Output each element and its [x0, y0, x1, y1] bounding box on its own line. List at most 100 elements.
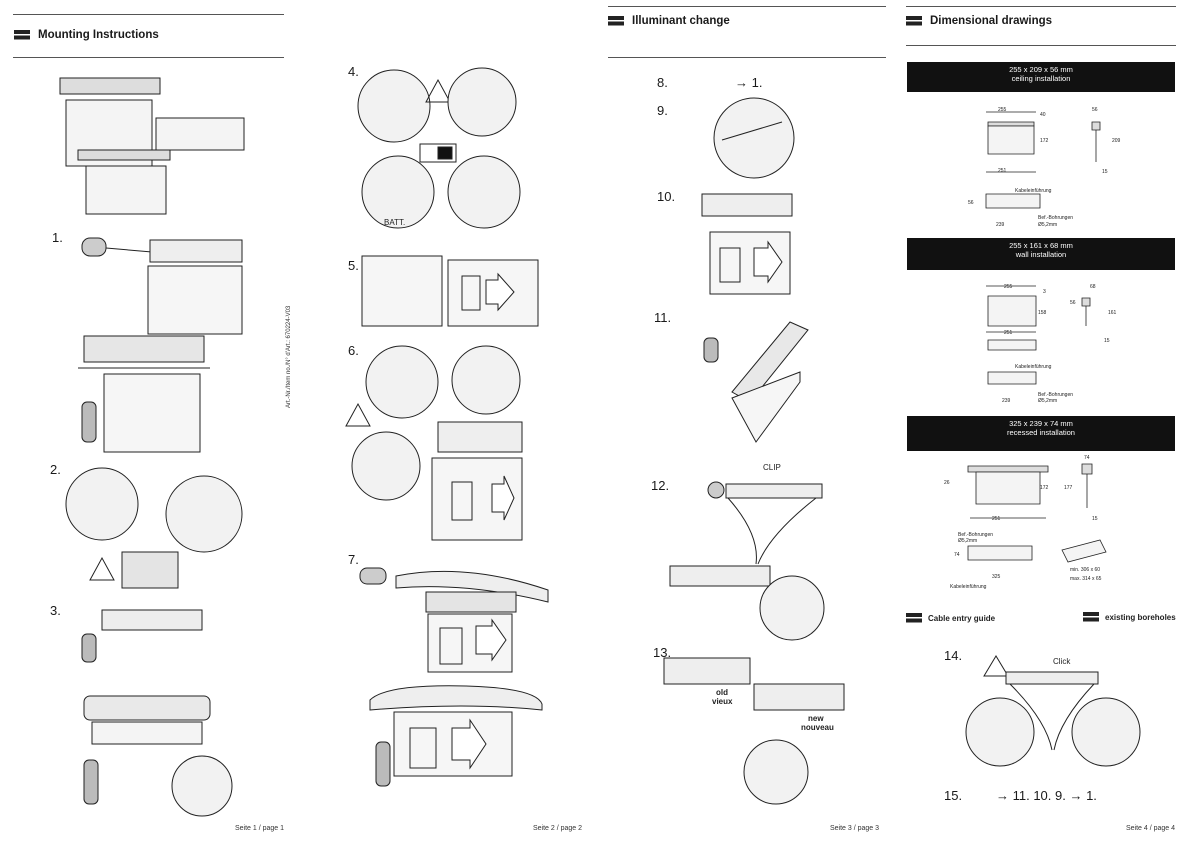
- step-10-illustration: [698, 186, 798, 298]
- existing-boreholes: existing boreholes: [1083, 612, 1176, 622]
- page1-footer: Seite 1 / page 1: [235, 825, 285, 832]
- recessed-d: 74: [1084, 455, 1090, 461]
- step-12-illustration: [660, 474, 826, 640]
- ceiling-h3: 209: [1112, 138, 1121, 144]
- recessed-dims: 325 x 239 x 74 mm: [1009, 419, 1073, 428]
- wall-dims: 255 x 161 x 68 mm: [1009, 241, 1073, 250]
- page3-footer: Seite 3 / page 3: [830, 825, 880, 832]
- header-rule-p4: [906, 45, 1176, 46]
- ceiling-dims: 255 x 209 x 56 mm: [1009, 65, 1073, 74]
- ceiling-d: 56: [1092, 107, 1098, 113]
- battery-label: BATT.: [384, 218, 406, 227]
- page4-footer: Seite 4 / page 4: [1126, 825, 1176, 832]
- step-7b-illustration: [366, 680, 546, 804]
- wall-h1: 158: [1038, 310, 1047, 316]
- step-10-label: 10.: [657, 189, 676, 204]
- page1-header: Mounting Instructions: [14, 29, 159, 41]
- ceiling-d2: 15: [1102, 169, 1108, 175]
- ceiling-h1: 40: [1040, 112, 1046, 118]
- step-11-label: 11.: [654, 310, 672, 325]
- step-2-illustration: [64, 464, 244, 594]
- new-label-fr: nouveau: [801, 723, 834, 732]
- cable-entry-guide: Cable entry guide: [906, 613, 995, 623]
- recessed-holes: Bef.-Bohrungen: [958, 532, 994, 538]
- step-4-illustration: [354, 66, 524, 232]
- step-1b-illustration: [74, 330, 214, 460]
- ceiling-cable: Kabeleinführung: [1015, 188, 1052, 194]
- step-13-illustration: [660, 648, 856, 810]
- step-3b-illustration: [78, 690, 238, 818]
- recessed-min: min. 306 x 60: [1070, 567, 1101, 573]
- page-title: Dimensional drawings: [930, 15, 1053, 27]
- recessed-h1: 172: [1040, 485, 1049, 491]
- top-rule-p3: [608, 6, 886, 7]
- step-8-reference: → 1.: [735, 75, 763, 90]
- clip-label: CLIP: [763, 463, 781, 472]
- ceiling-band: 255 x 209 x 56 mm ceiling installation: [907, 62, 1175, 92]
- brand-logo-icon: [1083, 612, 1099, 622]
- brand-logo-icon: [906, 16, 922, 26]
- brand-logo-icon: [608, 16, 624, 26]
- wall-holes: Bef.-Bohrungen: [1038, 392, 1074, 398]
- recessed-d2: 15: [1092, 516, 1098, 522]
- recessed-drawing: [950, 456, 1136, 596]
- header-rule: [13, 57, 284, 58]
- step-5-label: 5.: [348, 258, 359, 273]
- new-label: new: [808, 714, 824, 723]
- step-11-illustration: [702, 312, 812, 446]
- brand-logo-icon: [14, 30, 30, 40]
- wall-mode: wall installation: [1015, 250, 1067, 259]
- step-13-label: 13.: [653, 645, 672, 660]
- recessed-w: 251: [992, 516, 1001, 522]
- step-1-label: 1.: [52, 230, 63, 245]
- overview-illustration: [50, 70, 250, 220]
- step-8-label: 8.: [657, 75, 668, 90]
- step-7-illustration: [356, 562, 556, 674]
- wall-w4: 239: [1002, 398, 1011, 404]
- ceiling-h2: 172: [1040, 138, 1049, 144]
- step-12-label: 12.: [651, 478, 670, 493]
- old-label-fr: vieux: [712, 697, 733, 706]
- step-3-label: 3.: [50, 603, 61, 618]
- recessed-cable: Kabeleinführung: [950, 584, 987, 590]
- step-4-label: 4.: [348, 64, 359, 79]
- header-rule-p3: [608, 57, 886, 58]
- page4-header: Dimensional drawings: [906, 15, 1052, 27]
- ceiling-drawing: [972, 106, 1122, 230]
- wall-band: 255 x 161 x 68 mm wall installation: [907, 238, 1175, 270]
- click-label: Click: [1053, 657, 1071, 666]
- page-title: Mounting Instructions: [38, 29, 159, 41]
- recessed-mode: recessed installation: [1007, 428, 1075, 437]
- top-rule-p4: [906, 6, 1176, 7]
- recessed-h0: 26: [944, 480, 950, 486]
- wall-h2: 56: [1070, 300, 1076, 306]
- old-label: old: [716, 688, 728, 697]
- top-rule: [13, 14, 284, 15]
- step-9-label: 9.: [657, 103, 668, 118]
- wall-d: 68: [1090, 284, 1096, 290]
- step-9-illustration: [712, 96, 796, 180]
- step-2-label: 2.: [50, 462, 61, 477]
- ceiling-mode: ceiling installation: [1011, 74, 1071, 83]
- wall-drawing: [978, 282, 1128, 406]
- wall-t: 3: [1043, 289, 1046, 295]
- ceiling-holes: Bef.-Bohrungen: [1038, 215, 1074, 221]
- step-1-illustration: [62, 232, 252, 338]
- step-6-label: 6.: [348, 343, 359, 358]
- step-15-label: 15.: [944, 788, 963, 803]
- recessed-band: 325 x 239 x 74 mm recessed installation: [907, 416, 1175, 451]
- wall-w-bottom: 251: [1004, 330, 1013, 336]
- step-7-label: 7.: [348, 552, 359, 567]
- recessed-max: max. 314 x 65: [1070, 576, 1102, 582]
- wall-d2: 15: [1104, 338, 1110, 344]
- recessed-h2: 177: [1064, 485, 1073, 491]
- page3-header: Illuminant change: [608, 15, 730, 27]
- recessed-w2: 325: [992, 574, 1001, 580]
- step-3-illustration: [76, 604, 206, 664]
- step-14-label: 14.: [944, 648, 963, 663]
- ceiling-w-bottom: 251: [998, 168, 1007, 174]
- article-number: Art.-Nr./Item no./N° d'Art.: 670224-V03: [286, 305, 292, 408]
- wall-h3: 161: [1108, 310, 1117, 316]
- recessed-h3: 74: [954, 552, 960, 558]
- page-title: Illuminant change: [632, 15, 730, 27]
